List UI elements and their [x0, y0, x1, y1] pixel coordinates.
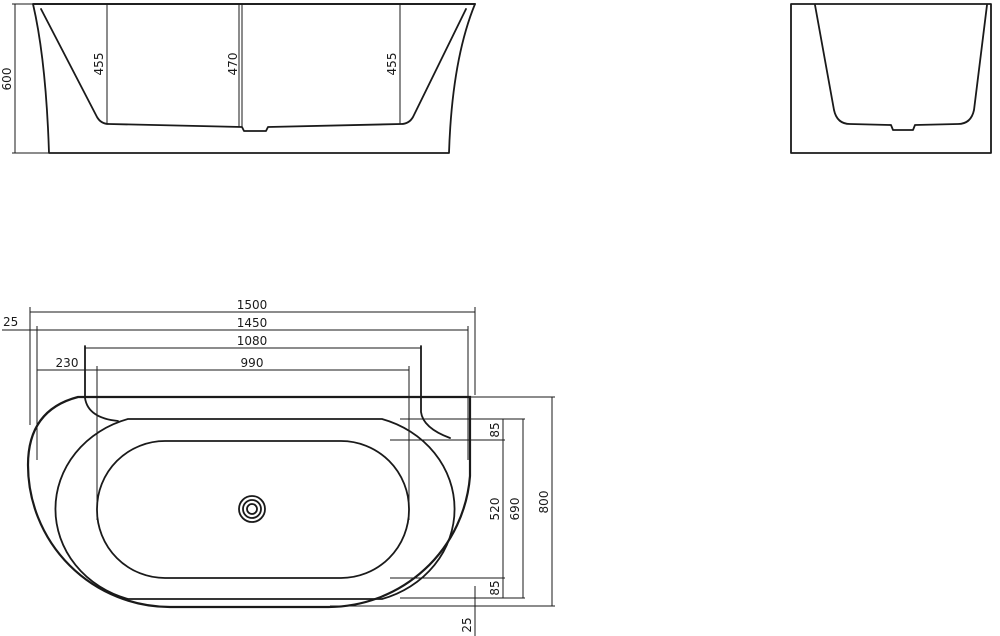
- plan-view: 1500 1450 25 1080 990 230 85 520 85 690 …: [2, 298, 555, 636]
- plan-deck-curve-left: [84, 345, 119, 422]
- side-basin-profile: [814, 4, 988, 131]
- dim-plan-rim-length-label: 1450: [237, 316, 268, 330]
- dim-plan-bottom-offset-label: 25: [460, 617, 474, 632]
- drain-icon: [238, 495, 266, 523]
- dim-plan-deck-length-label: 1080: [237, 334, 268, 348]
- dim-plan-overall-width-label: 800: [537, 491, 551, 514]
- side-outer-box: [790, 3, 992, 154]
- dim-plan-basin-width-label: 520: [488, 498, 502, 521]
- dim-plan-basin-length-label: 990: [241, 356, 264, 370]
- front-tub-outline: [32, 3, 476, 154]
- dim-front-depth-right-label: 455: [385, 53, 399, 76]
- dim-plan-basin-offset-label: 230: [56, 356, 79, 370]
- plan-basin-outline: [96, 440, 410, 579]
- side-elevation-view: [790, 3, 992, 154]
- dim-plan-rim-band-top-label: 85: [488, 422, 502, 437]
- front-elevation-view: 600 455 470 455: [0, 3, 476, 154]
- plan-rim-outline: [54, 418, 456, 600]
- dim-plan-rim-width-label: 690: [508, 498, 522, 521]
- dim-front-depth-left-label: 455: [92, 53, 106, 76]
- plan-deck-curve-right: [420, 345, 451, 439]
- dim-plan-rim-band-bottom-label: 85: [488, 580, 502, 595]
- dim-front-height-label: 600: [0, 68, 14, 91]
- front-basin-profile: [40, 8, 467, 132]
- dim-plan-back-offset-label: 25: [3, 315, 18, 329]
- dim-plan-overall-length-label: 1500: [237, 298, 268, 312]
- plan-outer-shell: [26, 395, 472, 609]
- dim-front-depth-center-label: 470: [226, 53, 240, 76]
